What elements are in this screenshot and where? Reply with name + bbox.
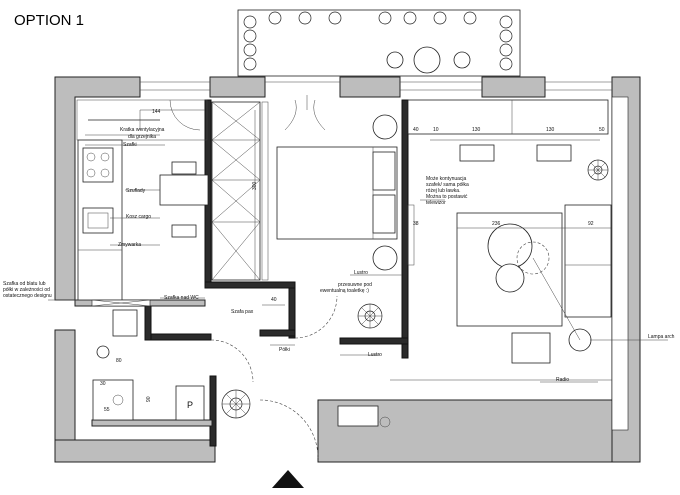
dim-236: 236 <box>492 221 501 227</box>
living-room <box>337 99 612 428</box>
balcony-plants-top-icon <box>268 11 477 25</box>
label-szafki: Szafki <box>123 142 137 148</box>
windows <box>140 81 612 91</box>
sink-icon <box>82 207 114 234</box>
wardrobe <box>211 101 261 281</box>
label-kratka-2: dla grzejnika <box>128 134 156 140</box>
armchair <box>511 332 551 364</box>
label-szafa-pax: Szafa pax <box>231 309 254 315</box>
label-szafka-blatu-3: ostatecznego designu <box>3 293 52 299</box>
washbasin-icon <box>96 345 110 359</box>
label-szuflady: Szuflady <box>126 188 146 194</box>
dim-40a: 40 <box>413 127 419 133</box>
coffee-table-small <box>495 263 525 293</box>
dim-10: 10 <box>433 127 439 133</box>
label-lustro-2: Lustro <box>368 352 382 358</box>
label-szafka-blatu-1: Szafka od blatu lub <box>3 281 46 287</box>
plant-hall-icon <box>221 389 251 419</box>
dim-130b: 130 <box>546 127 555 133</box>
label-kontynuacja-5: telewizor <box>426 200 446 206</box>
desk-chair-right <box>536 144 572 162</box>
label-lustro-1: Lustro <box>354 270 368 276</box>
label-radio: Radio <box>556 377 569 383</box>
label-kontynuacja-1: Może kontynuacja <box>426 176 467 182</box>
balcony-plants-right-icon <box>499 15 513 71</box>
sofa <box>564 204 612 318</box>
dim-300: 300 <box>252 181 258 190</box>
washing-machine <box>175 385 205 421</box>
stove-icon <box>82 147 114 183</box>
label-przesuw-2: ewentualną toaletkę :) <box>320 288 369 294</box>
desk-chair-left <box>459 144 495 162</box>
dim-30: 30 <box>100 381 106 387</box>
label-lampa: Lampa arch <box>648 334 675 340</box>
dim-92: 92 <box>588 221 594 227</box>
p-mark: P <box>187 400 193 410</box>
label-zmywarka: Zmywarka <box>118 242 141 248</box>
label-przesuw-1: przesuwne pod <box>338 282 372 288</box>
annotation-leaders <box>48 110 668 383</box>
coffee-table-large <box>487 223 533 269</box>
plant-living-icon <box>587 159 609 181</box>
dim-80: 80 <box>116 358 122 364</box>
dim-40b: 40 <box>271 297 277 303</box>
label-kontynuacja-2: szafek/ sama półka <box>426 182 469 188</box>
hall-bench <box>337 405 379 427</box>
entry-door-swing <box>259 399 319 459</box>
label-kontynuacja-3: różej lub ławka. <box>426 188 460 194</box>
balcony <box>237 9 521 77</box>
bedroom <box>261 95 398 339</box>
label-kontynuacja-4: Można to postawić <box>426 194 468 200</box>
outer-walls <box>54 76 641 463</box>
plant-bedroom-icon <box>357 303 383 329</box>
label-szafka-blatu-2: półki w zależności od <box>3 287 50 293</box>
desk-counter <box>407 99 609 135</box>
label-polki: Półki <box>279 347 290 353</box>
dim-55: 55 <box>104 407 110 413</box>
dim-38: 38 <box>413 221 419 227</box>
dim-90: 90 <box>146 396 152 402</box>
dim-130a: 130 <box>472 127 481 133</box>
label-kosz: Kosz cargo <box>126 214 151 220</box>
entrance-arrow-icon <box>272 470 304 488</box>
toilet-icon <box>112 309 138 337</box>
coffee-table-dashed <box>516 241 550 275</box>
dining-table <box>159 174 209 206</box>
nightstand-bottom <box>372 245 398 271</box>
plan-title: OPTION 1 <box>14 12 84 29</box>
kitchen <box>76 99 209 301</box>
labels: Kratka wentylacyjna dla grzejnika Szafki… <box>3 127 675 383</box>
label-szafka-wc: Szafka nad WC <box>164 295 199 301</box>
dim-144: 144 <box>152 109 161 115</box>
balcony-plants-left-icon <box>243 15 257 71</box>
nightstand-top <box>372 114 398 140</box>
label-kratka: Kratka wentylacyjna <box>120 127 165 133</box>
dim-50: 50 <box>599 127 605 133</box>
bathroom: P <box>91 299 254 421</box>
dimensions: 144 40 10 130 130 50 300 236 92 38 40 90… <box>100 109 605 413</box>
